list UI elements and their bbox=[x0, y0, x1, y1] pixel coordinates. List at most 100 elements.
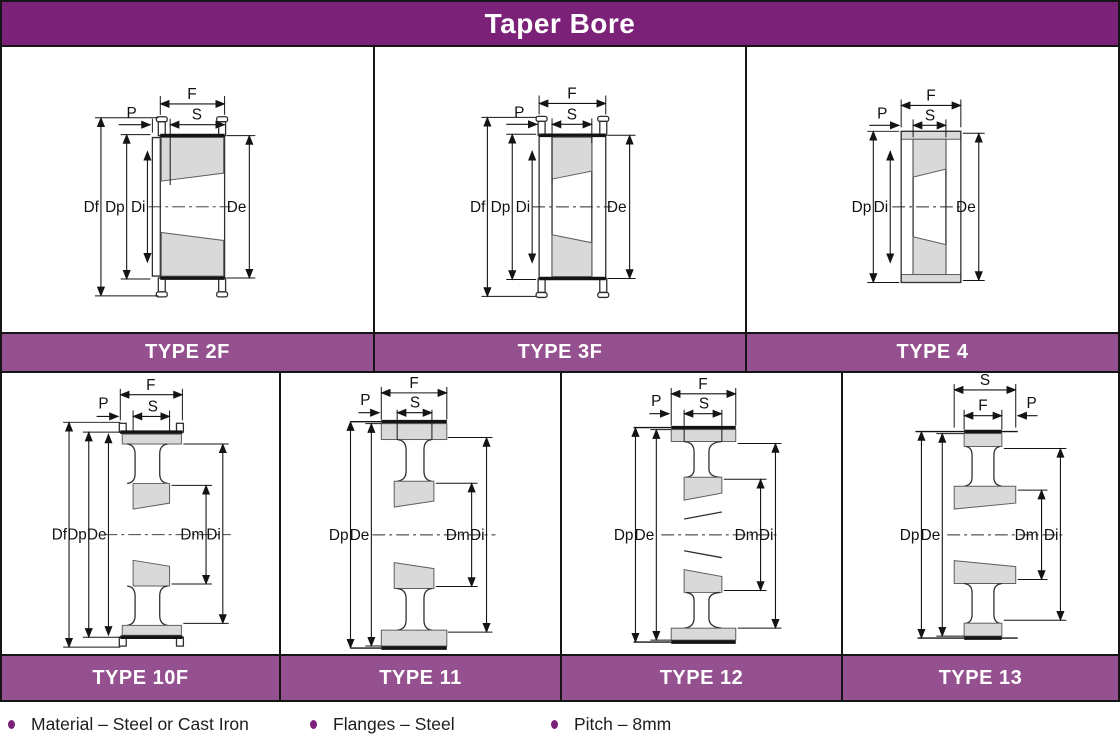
bullet-icon bbox=[8, 720, 15, 729]
dim-label-di: Di bbox=[759, 527, 774, 544]
dim-label-de: De bbox=[921, 527, 941, 544]
dim-label-dp: Dp bbox=[852, 199, 872, 216]
pulley-table: Taper Bore bbox=[0, 0, 1120, 702]
dim-label-dp: Dp bbox=[329, 527, 349, 544]
dim-label-s: S bbox=[148, 398, 158, 415]
dim-label-dp: Dp bbox=[614, 527, 634, 544]
dim-label-s: S bbox=[410, 395, 420, 412]
dim-label-f: F bbox=[978, 398, 987, 415]
type-13-diagram: S F P Dp De Dm Di bbox=[900, 373, 1067, 640]
type-banner-2f: TYPE 2F bbox=[2, 332, 375, 373]
dim-label-f: F bbox=[146, 377, 155, 394]
dim-label-dp: Dp bbox=[491, 199, 511, 216]
dim-label-s: S bbox=[567, 106, 577, 123]
dim-label-f: F bbox=[698, 376, 707, 393]
dim-label-dm: Dm bbox=[1015, 527, 1039, 544]
note-material: Material – Steel or Cast Iron bbox=[8, 714, 249, 735]
note-material-text: Material – Steel or Cast Iron bbox=[31, 714, 249, 734]
type-3f-diagram: F S P Df Dp Di De bbox=[470, 85, 636, 299]
type-banner-13: TYPE 13 bbox=[843, 654, 1118, 700]
cell-type-4: F S P Dp Di De bbox=[747, 47, 1118, 332]
type-2f-diagram: F S P Df Dp Di De bbox=[84, 86, 256, 298]
dim-label-p: P bbox=[126, 105, 136, 122]
bullet-icon bbox=[551, 720, 558, 729]
dim-label-df: Df bbox=[84, 199, 100, 216]
dim-label-di: Di bbox=[516, 199, 531, 216]
type-banner-11: TYPE 11 bbox=[281, 654, 562, 700]
dim-label-de: De bbox=[635, 527, 655, 544]
dimensions-3f: F S P Df Dp Di De bbox=[470, 85, 636, 298]
dim-label-p: P bbox=[1026, 395, 1036, 412]
pulley-section-13 bbox=[915, 429, 1066, 640]
cell-type-3f: F S P Df Dp Di De bbox=[375, 47, 747, 332]
page-title: Taper Bore bbox=[484, 7, 636, 39]
page-title-banner: Taper Bore bbox=[2, 2, 1118, 47]
dim-label-dm: Dm bbox=[180, 527, 204, 544]
footer-notes: Material – Steel or Cast Iron Flanges – … bbox=[0, 702, 1120, 750]
note-flanges-text: Flanges – Steel bbox=[333, 714, 455, 734]
dim-label-de: De bbox=[607, 199, 627, 216]
cell-type-13: S F P Dp De Dm Di bbox=[843, 373, 1118, 654]
diagram-row-top: F S P Df Dp Di De bbox=[2, 47, 1118, 332]
note-flanges: Flanges – Steel bbox=[310, 714, 455, 735]
dim-label-de: De bbox=[350, 527, 370, 544]
dim-label-df: Df bbox=[52, 527, 68, 544]
cell-type-11: F S P Dp De Dm Di bbox=[281, 373, 562, 654]
dimensions-4: F S P Dp Di De bbox=[852, 87, 985, 284]
dim-label-p: P bbox=[360, 392, 370, 409]
dim-label-p: P bbox=[651, 393, 661, 410]
type-banner-12: TYPE 12 bbox=[562, 654, 843, 700]
dim-label-dm: Dm bbox=[735, 527, 759, 544]
dimensions-12: F S P Dp De Dm Di bbox=[614, 376, 782, 644]
type-4-diagram: F S P Dp Di De bbox=[852, 87, 985, 284]
dim-label-f: F bbox=[567, 85, 576, 102]
bullet-icon bbox=[310, 720, 317, 729]
dim-label-di: Di bbox=[131, 199, 145, 216]
dim-label-dp: Dp bbox=[900, 527, 920, 544]
dimensions-13: S F P Dp De Dm Di bbox=[900, 373, 1067, 640]
pulley-section-12 bbox=[633, 409, 781, 644]
dim-label-p: P bbox=[514, 104, 524, 121]
dim-label-s: S bbox=[699, 396, 709, 413]
note-pitch-text: Pitch – 8mm bbox=[574, 714, 672, 734]
type-banner-4: TYPE 4 bbox=[747, 332, 1118, 373]
type-10f-diagram: F S P Df Dp De Dm Di bbox=[52, 377, 231, 649]
cell-type-12: F S P Dp De Dm Di bbox=[562, 373, 843, 654]
dimensions-2f: F S P Df Dp Di De bbox=[84, 86, 256, 297]
dimensions-11: F S P Dp De Dm Di bbox=[329, 375, 493, 650]
dim-label-dm: Dm bbox=[446, 527, 470, 544]
type-banner-10f: TYPE 10F bbox=[2, 654, 281, 700]
dim-label-dp: Dp bbox=[105, 199, 125, 216]
dimensions-10f: F S P Df Dp De Dm Di bbox=[52, 377, 229, 649]
dim-label-de: De bbox=[87, 527, 107, 544]
dim-label-s: S bbox=[192, 107, 202, 124]
dim-label-p: P bbox=[877, 105, 887, 122]
diagram-row-bottom: F S P Df Dp De Dm Di bbox=[2, 373, 1118, 654]
dim-label-f: F bbox=[926, 87, 935, 104]
pulley-section-3f bbox=[532, 115, 612, 299]
pulley-section-4 bbox=[892, 130, 964, 284]
dim-label-de: De bbox=[956, 199, 976, 216]
pulley-section-11 bbox=[350, 409, 496, 650]
dim-label-dp: Dp bbox=[67, 527, 87, 544]
dim-label-di: Di bbox=[1044, 527, 1059, 544]
type-banner-row-bottom: TYPE 10F TYPE 11 TYPE 12 TYPE 13 bbox=[2, 654, 1118, 700]
dim-label-di: Di bbox=[874, 199, 889, 216]
dim-label-di: Di bbox=[470, 527, 485, 544]
cell-type-10f: F S P Df Dp De Dm Di bbox=[2, 373, 281, 654]
type-12-diagram: F S P Dp De Dm Di bbox=[614, 376, 782, 644]
cell-type-2f: F S P Df Dp Di De bbox=[2, 47, 375, 332]
type-banner-3f: TYPE 3F bbox=[375, 332, 747, 373]
pulley-section-2f bbox=[148, 116, 231, 298]
dim-label-di: Di bbox=[206, 527, 220, 544]
dim-label-f: F bbox=[187, 86, 196, 103]
dim-label-de: De bbox=[227, 199, 247, 216]
dim-label-f: F bbox=[409, 375, 418, 392]
type-banner-row-top: TYPE 2F TYPE 3F TYPE 4 bbox=[2, 332, 1118, 373]
dim-label-s: S bbox=[980, 373, 990, 389]
dim-label-s: S bbox=[925, 107, 935, 124]
note-pitch: Pitch – 8mm bbox=[551, 714, 671, 735]
dim-label-p: P bbox=[98, 396, 108, 413]
dim-label-df: Df bbox=[470, 199, 486, 216]
